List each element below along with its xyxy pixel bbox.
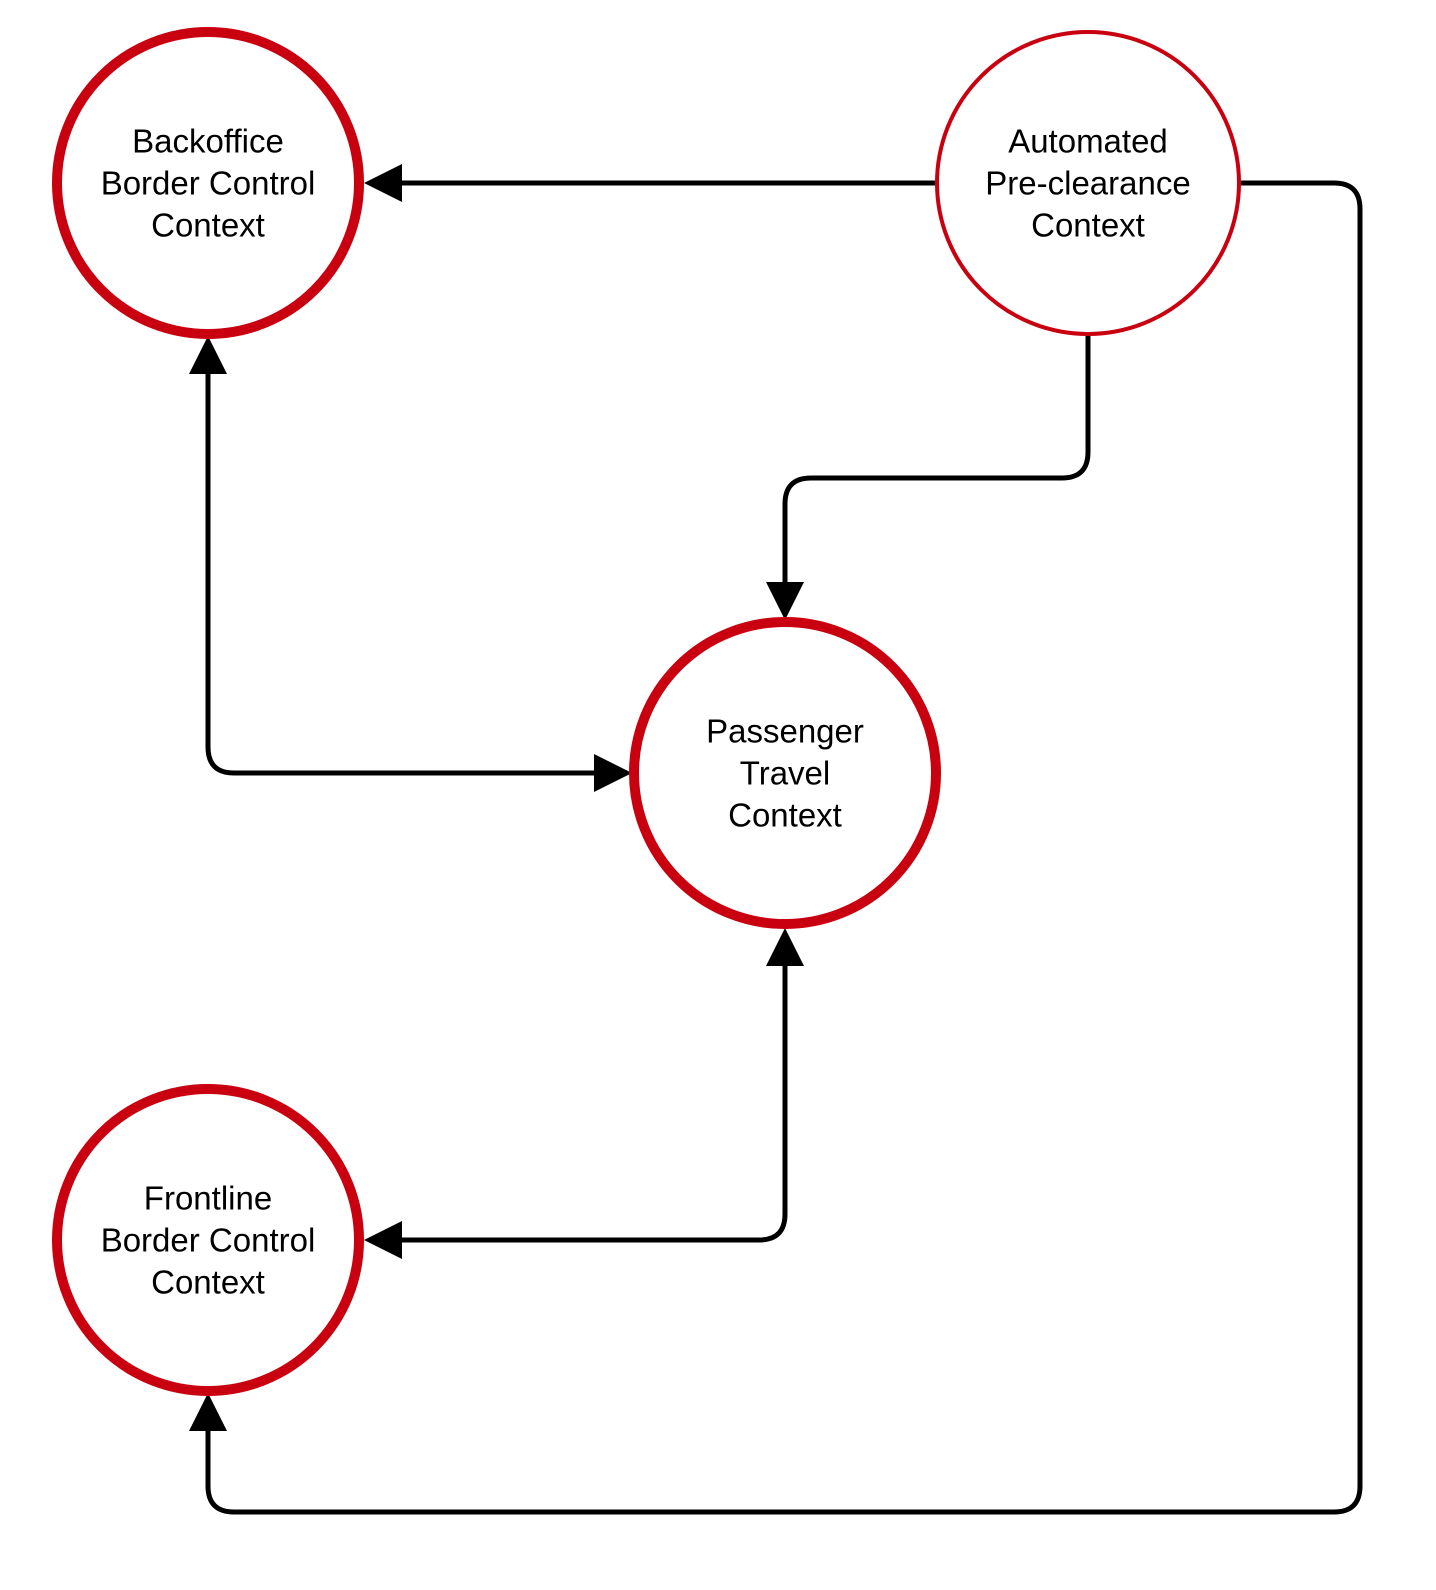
node-label-line: Passenger — [706, 713, 864, 750]
bounded-context-circle[interactable] — [629, 617, 941, 929]
edges-layer — [189, 164, 1363, 1515]
arrowhead-start-icon — [189, 336, 227, 374]
node-label-line: Context — [1031, 207, 1145, 244]
edge-automated-to-passenger — [766, 336, 1091, 620]
node-label-line: Context — [728, 797, 842, 834]
bounded-context-circle[interactable] — [52, 1084, 364, 1396]
arrowhead-start-icon — [766, 928, 804, 966]
node-label-line: Backoffice — [132, 123, 284, 160]
node-label-line: Automated — [1008, 123, 1168, 160]
arrowhead-end-icon — [364, 1221, 402, 1259]
connector-line — [205, 372, 596, 776]
edge-backoffice-passenger — [189, 336, 632, 792]
arrowhead-end-icon — [189, 1393, 227, 1431]
node-label-line: Border Control — [101, 1222, 316, 1259]
node-label-line: Travel — [740, 755, 830, 792]
edge-passenger-frontline — [364, 928, 804, 1259]
node-label-line: Pre-clearance — [985, 165, 1190, 202]
arrowhead-end-icon — [364, 164, 402, 202]
arrowhead-end-icon — [594, 754, 632, 792]
arrowhead-end-icon — [766, 582, 804, 620]
connector-line — [400, 964, 788, 1243]
bounded-context-circle[interactable] — [52, 27, 364, 339]
node-label-line: Frontline — [144, 1180, 272, 1217]
node-label-line: Context — [151, 207, 265, 244]
bounded-context-circle[interactable] — [935, 30, 1241, 336]
connector-line — [782, 336, 1091, 584]
edge-automated-to-frontline — [189, 180, 1363, 1515]
node-label-line: Border Control — [101, 165, 316, 202]
edge-automated-to-backoffice — [364, 164, 935, 202]
connector-line — [205, 180, 1363, 1515]
node-label-line: Context — [151, 1264, 265, 1301]
